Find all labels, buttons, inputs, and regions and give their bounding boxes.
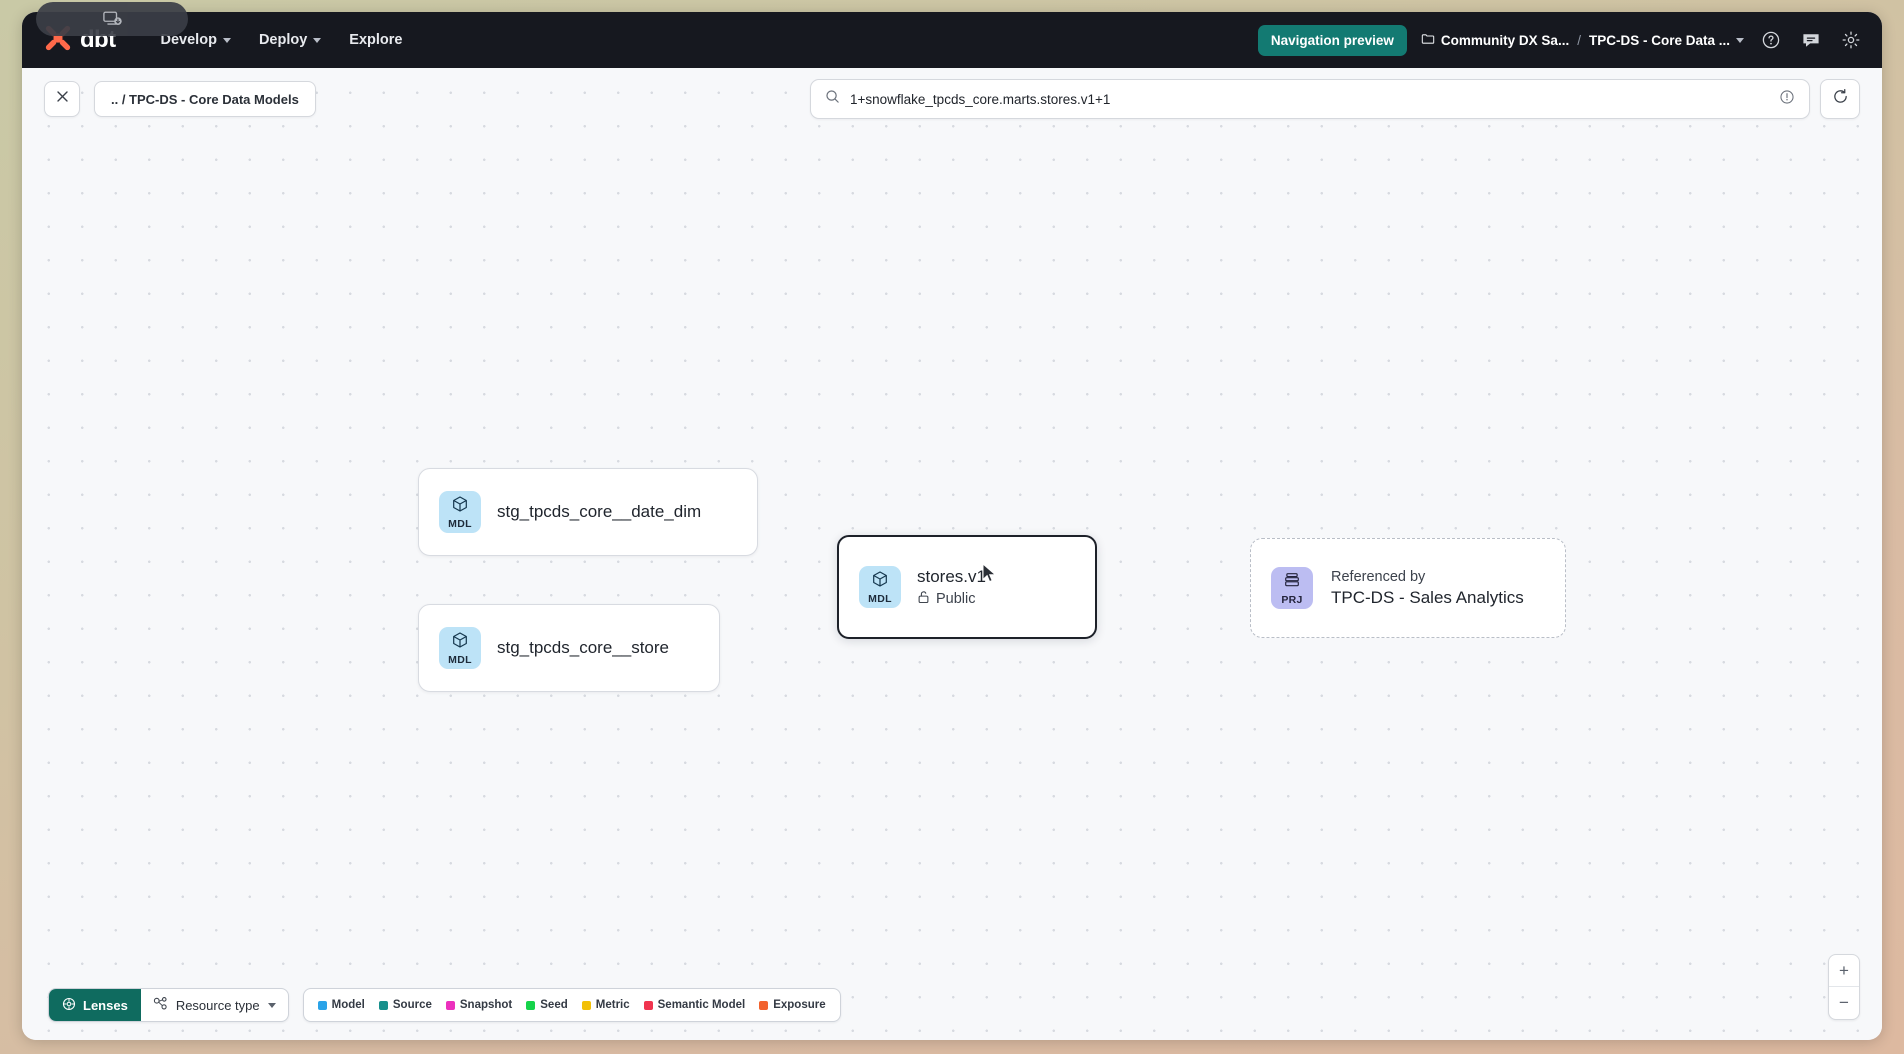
lenses-group: Lenses Resource type [48,988,289,1022]
lineage-node-text-group: Referenced by TPC-DS - Sales Analytics [1331,569,1524,608]
legend-swatch [582,1001,591,1010]
legend-swatch [446,1001,455,1010]
top-navigation-bar: dbt Develop Deploy Explore Navigation pr… [22,12,1882,68]
resource-type-dropdown[interactable]: Resource type [141,989,288,1021]
legend-swatch [318,1001,327,1010]
lineage-bottom-bar: Lenses Resource type [48,988,841,1022]
lineage-node-eyebrow: Referenced by [1331,569,1524,585]
screen-share-indicator[interactable] [36,2,188,36]
model-badge-label: MDL [448,519,472,530]
model-badge-label: MDL [448,655,472,666]
search-icon [825,89,840,109]
chevron-down-icon [223,38,231,43]
resource-type-label: Resource type [176,998,260,1013]
lenses-button-label: Lenses [83,998,128,1013]
nav-item-explore-label: Explore [349,32,402,48]
lineage-node-title: stg_tpcds_core__store [497,638,669,658]
close-lineage-button[interactable] [44,81,80,117]
project-badge: PRJ [1271,567,1313,609]
account-project-breadcrumb: Community DX Sa... / TPC-DS - Core Data … [1421,32,1744,49]
refresh-icon [1832,88,1849,110]
project-badge-label: PRJ [1281,595,1302,606]
breadcrumb-separator: / [1577,33,1581,48]
zoom-out-button[interactable]: − [1829,987,1859,1019]
folder-icon [1421,32,1435,49]
lineage-node-stores-v1[interactable]: MDL stores.v1 Public [837,535,1097,639]
nav-item-deploy-label: Deploy [259,32,307,48]
gear-icon[interactable] [1838,27,1864,53]
lineage-search-box[interactable] [810,79,1810,119]
lineage-canvas[interactable]: MDL stg_tpcds_core__date_dim MDL stg_tpc… [22,68,1882,1040]
legend-item-label: Source [393,999,432,1011]
legend-swatch [644,1001,653,1010]
nav-item-explore[interactable]: Explore [338,25,413,55]
legend-item-label: Semantic Model [658,999,746,1011]
breadcrumb-project-label: TPC-DS - Core Data ... [1589,33,1730,48]
legend-item-label: Exposure [773,999,825,1011]
legend-item[interactable]: Metric [582,999,630,1011]
lenses-button[interactable]: Lenses [49,989,141,1021]
legend-item-label: Snapshot [460,999,512,1011]
legend-item-label: Seed [540,999,568,1011]
cube-icon [451,631,469,654]
zoom-in-button[interactable]: + [1829,955,1859,987]
close-icon [55,89,70,109]
navigation-preview-button[interactable]: Navigation preview [1258,25,1407,56]
breadcrumb-account-label: Community DX Sa... [1441,33,1569,48]
legend-item[interactable]: Model [318,999,365,1011]
lineage-node-project-sales-analytics[interactable]: PRJ Referenced by TPC-DS - Sales Analyti… [1250,538,1566,638]
lineage-node-title: stg_tpcds_core__date_dim [497,502,701,522]
breadcrumb-chip[interactable]: .. / TPC-DS - Core Data Models [94,81,316,117]
info-circle-icon[interactable] [1779,89,1795,110]
model-badge: MDL [439,627,481,669]
lineage-node-text-group: stores.v1 Public [917,567,986,608]
search-input[interactable] [850,92,1769,107]
zoom-controls: + − [1828,954,1860,1020]
cube-icon [871,570,889,593]
lineage-node-title: stores.v1 [917,567,986,587]
legend-item[interactable]: Exposure [759,999,825,1011]
cube-icon [451,495,469,518]
breadcrumb-account[interactable]: Community DX Sa... [1421,32,1569,49]
legend-item[interactable]: Source [379,999,432,1011]
legend-item-label: Model [332,999,365,1011]
model-badge: MDL [859,566,901,608]
app-window: dbt Develop Deploy Explore Navigation pr… [22,12,1882,1040]
access-status: Public [917,590,986,608]
project-icon [1283,571,1301,594]
lineage-node-title: TPC-DS - Sales Analytics [1331,588,1524,608]
legend-item-label: Metric [596,999,630,1011]
model-badge-label: MDL [868,594,892,605]
legend-swatch [526,1001,535,1010]
access-status-label: Public [936,591,976,607]
legend-swatch [379,1001,388,1010]
chevron-down-icon [1736,38,1744,43]
legend-swatch [759,1001,768,1010]
refresh-lineage-button[interactable] [1820,79,1860,119]
model-badge: MDL [439,491,481,533]
top-nav-right-group: Navigation preview Community DX Sa... / … [1258,25,1864,56]
lineage-node-stg-date-dim[interactable]: MDL stg_tpcds_core__date_dim [418,468,758,556]
chevron-down-icon [268,1003,276,1008]
legend-item[interactable]: Seed [526,999,568,1011]
resource-type-legend: Model Source Snapshot Seed Metric Semantic Mo… [303,988,841,1022]
legend-item[interactable]: Semantic Model [644,999,746,1011]
feedback-icon[interactable] [1798,27,1824,53]
search-group [810,79,1860,119]
chevron-down-icon [313,38,321,43]
legend-item[interactable]: Snapshot [446,999,512,1011]
breadcrumb-project[interactable]: TPC-DS - Core Data ... [1589,33,1744,48]
lens-icon [62,997,76,1014]
lineage-node-stg-store[interactable]: MDL stg_tpcds_core__store [418,604,720,692]
unlock-icon [917,590,930,608]
nodes-icon [153,996,168,1014]
nav-item-deploy[interactable]: Deploy [248,25,332,55]
help-circle-icon[interactable] [1758,27,1784,53]
